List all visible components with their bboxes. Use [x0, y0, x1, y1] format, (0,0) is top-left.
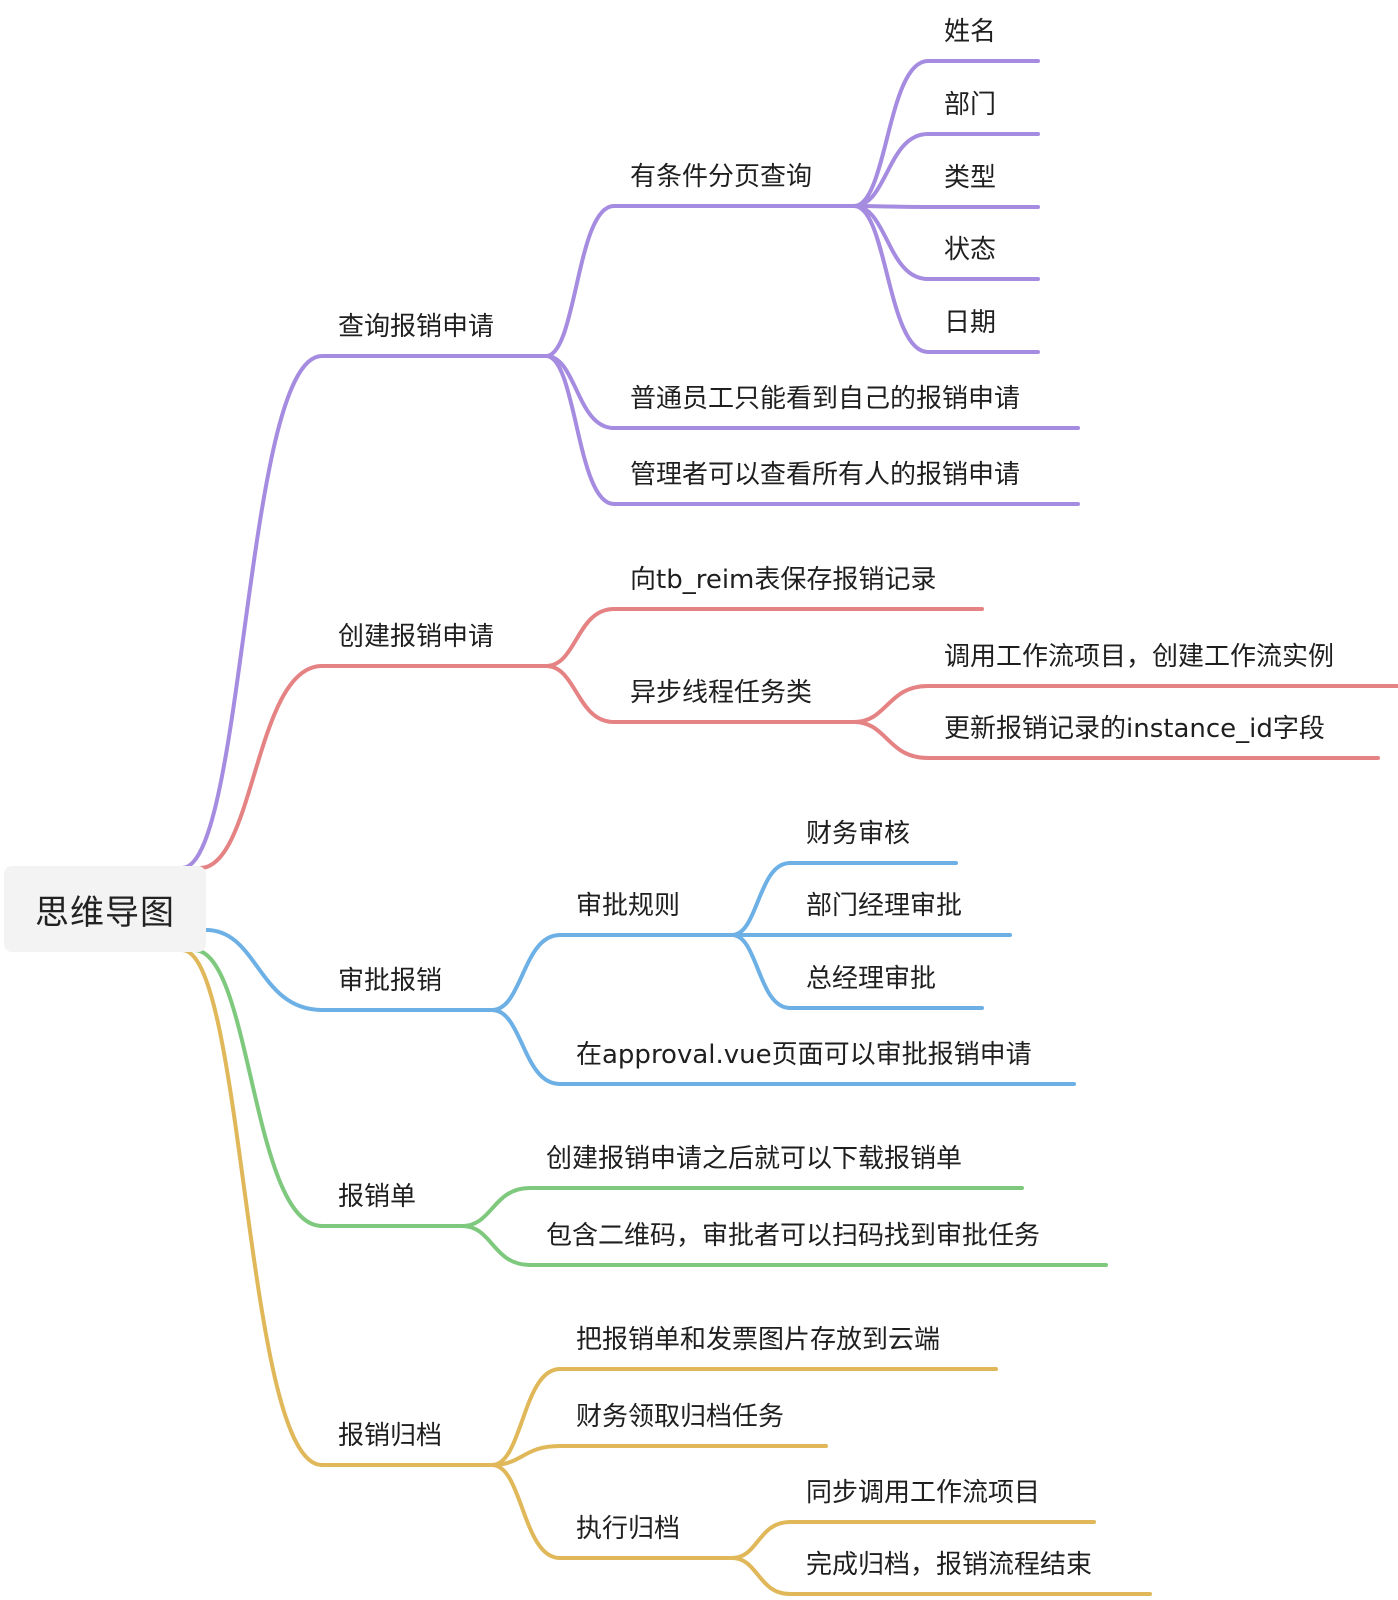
node-4-0[interactable]: 把报销单和发票图片存放到云端: [576, 1325, 941, 1355]
node-2-1[interactable]: 在approval.vue页面可以审批报销申请: [576, 1040, 1032, 1070]
connector-1-0: [544, 607, 616, 668]
connector-1-1-1: [852, 720, 930, 760]
connector-0-0-4: [852, 204, 930, 354]
node-0-0-4[interactable]: 日期: [944, 308, 997, 338]
connector-2-0: [490, 933, 562, 1012]
node-1-0[interactable]: 向tb_reim表保存报销记录: [630, 565, 937, 595]
connector-4-0: [490, 1367, 562, 1467]
node-1-1[interactable]: 异步线程任务类: [630, 678, 813, 708]
connector-1-1-0: [852, 684, 930, 724]
connector-1-1: [544, 664, 616, 724]
node-0-0-1[interactable]: 部门: [944, 90, 997, 120]
node-3[interactable]: 报销单: [338, 1182, 417, 1212]
node-0-0-3[interactable]: 状态: [944, 235, 997, 265]
connector-4-2-1: [730, 1556, 792, 1596]
connector-2-0-0: [730, 861, 792, 937]
node-4[interactable]: 报销归档: [338, 1421, 443, 1451]
connector-3-1: [460, 1224, 532, 1267]
connector-4-2: [490, 1463, 562, 1560]
connector-1: [198, 664, 324, 870]
node-4-2[interactable]: 执行归档: [576, 1514, 681, 1544]
node-1-1-0[interactable]: 调用工作流项目，创建工作流实例: [944, 642, 1335, 672]
node-1-1-1[interactable]: 更新报销记录的instance_id字段: [944, 714, 1325, 744]
node-0-2[interactable]: 管理者可以查看所有人的报销申请: [630, 460, 1021, 490]
connector-0-0: [544, 204, 616, 358]
connector-0-0-2: [852, 204, 930, 209]
connector-3-0: [460, 1186, 532, 1228]
connector-4-2-0: [730, 1520, 792, 1560]
connector-0-2: [544, 354, 616, 506]
node-2-0-0[interactable]: 财务审核: [806, 819, 911, 849]
node-2-0-1[interactable]: 部门经理审批: [806, 891, 963, 921]
node-0[interactable]: 查询报销申请: [338, 312, 495, 342]
node-0-0-2[interactable]: 类型: [944, 163, 997, 193]
node-4-2-1[interactable]: 完成归档，报销流程结束: [806, 1550, 1093, 1580]
node-3-0[interactable]: 创建报销申请之后就可以下载报销单: [546, 1144, 963, 1174]
node-4-2-0[interactable]: 同步调用工作流项目: [806, 1478, 1041, 1508]
node-0-0-0[interactable]: 姓名: [944, 17, 997, 47]
connector-0: [180, 354, 324, 870]
connector-0-0-0: [852, 59, 930, 208]
connector-4-1: [490, 1444, 562, 1467]
node-0-0[interactable]: 有条件分页查询: [630, 162, 813, 192]
node-2-0[interactable]: 审批规则: [576, 891, 681, 921]
connector-2-0-2: [730, 933, 792, 1010]
connector-2: [204, 928, 324, 1012]
node-0-1[interactable]: 普通员工只能看到自己的报销申请: [630, 384, 1021, 414]
connector-0-0-1: [852, 132, 930, 208]
node-4-1[interactable]: 财务领取归档任务: [576, 1402, 785, 1432]
connector-2-1: [490, 1008, 562, 1086]
connector-4: [180, 948, 324, 1467]
root-node[interactable]: [4, 866, 206, 952]
root-label: 思维导图: [35, 892, 175, 933]
node-1[interactable]: 创建报销申请: [338, 622, 495, 652]
node-3-1[interactable]: 包含二维码，审批者可以扫码找到审批任务: [546, 1221, 1041, 1251]
node-2[interactable]: 审批报销: [338, 966, 443, 996]
connector-0-1: [544, 354, 616, 430]
connector-0-0-3: [852, 204, 930, 281]
connector-3: [192, 948, 324, 1228]
node-2-0-2[interactable]: 总经理审批: [806, 964, 937, 994]
